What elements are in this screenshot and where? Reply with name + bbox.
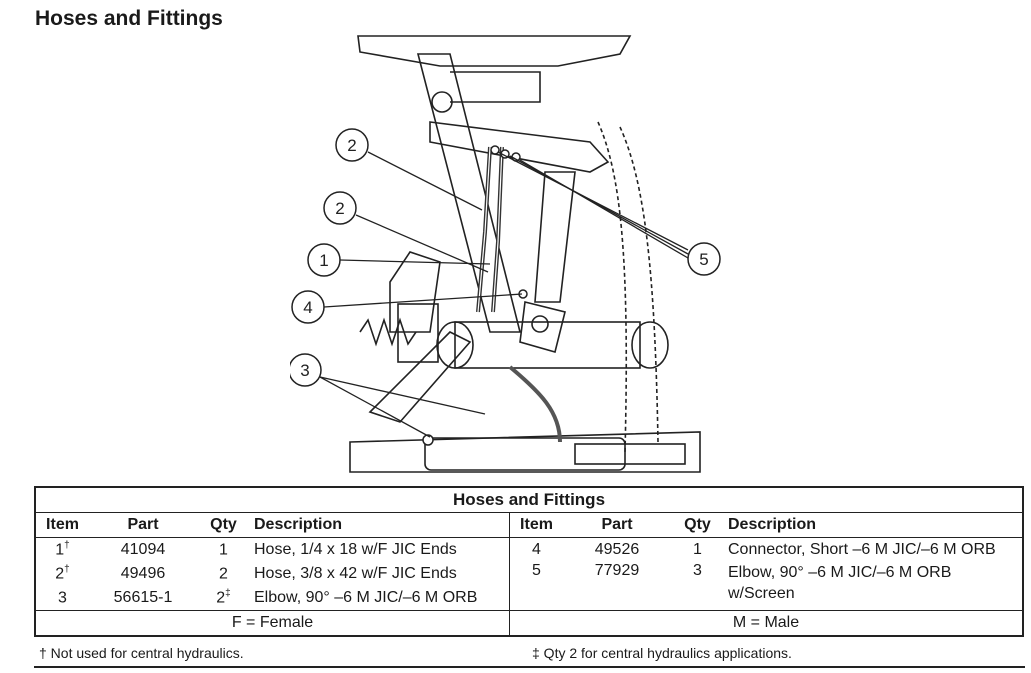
table-row: 2† 49496 2 Hose, 3/8 x 42 w/F JIC Ends 5… bbox=[34, 562, 1024, 611]
item-cell: 5 bbox=[532, 562, 541, 579]
qty-cell: 2‡ bbox=[216, 588, 231, 607]
header-qty: Qty bbox=[197, 512, 250, 538]
table-row: 3 56615-1 2‡ Elbow, 90° –6 M JIC/–6 M OR… bbox=[34, 586, 1023, 611]
part-cell: 56615-1 bbox=[113, 589, 173, 606]
part-cell: 49526 bbox=[594, 541, 640, 558]
header-description: Description bbox=[724, 512, 1024, 538]
qty-cell: 1 bbox=[219, 541, 228, 559]
header-item: Item bbox=[34, 512, 89, 538]
callout-4: 4 bbox=[303, 298, 312, 317]
description-cell: Hose, 1/4 x 18 w/F JIC Ends bbox=[250, 537, 510, 562]
qty-cell: 2 bbox=[219, 565, 228, 583]
page-title: Hoses and Fittings bbox=[35, 7, 223, 30]
description-cell: Elbow, 90° –6 M JIC/–6 M ORB bbox=[250, 586, 510, 611]
header-description: Description bbox=[250, 512, 510, 538]
footnote-dagger: † Not used for central hydraulics. bbox=[39, 645, 244, 661]
callout-2b: 2 bbox=[335, 199, 344, 218]
description-cell: Connector, Short –6 M JIC/–6 M ORB bbox=[724, 537, 1024, 562]
callout-5: 5 bbox=[699, 250, 708, 269]
callout-3: 3 bbox=[300, 361, 309, 380]
table-title: Hoses and Fittings bbox=[34, 486, 1024, 513]
part-cell: 41094 bbox=[120, 541, 166, 558]
table-row: 1† 41094 1 Hose, 1/4 x 18 w/F JIC Ends 4… bbox=[34, 537, 1024, 562]
header-part: Part bbox=[563, 512, 671, 538]
description-cell: Elbow, 90° –6 M JIC/–6 M ORB w/Screen bbox=[724, 562, 1024, 611]
footer-male: M = Male bbox=[509, 610, 1024, 637]
callout-2a: 2 bbox=[347, 136, 356, 155]
item-cell: 4 bbox=[532, 541, 541, 558]
part-cell: 49496 bbox=[120, 565, 166, 582]
header-qty: Qty bbox=[671, 512, 724, 538]
hose-diagram: 2 2 1 4 3 5 bbox=[290, 35, 721, 473]
description-cell: Hose, 3/8 x 42 w/F JIC Ends bbox=[250, 562, 510, 586]
header-item: Item bbox=[509, 512, 563, 538]
qty-cell: 1 bbox=[693, 541, 702, 558]
item-cell: 1† bbox=[34, 537, 89, 562]
footer-female: F = Female bbox=[34, 610, 510, 637]
item-cell: 3 bbox=[34, 586, 89, 611]
qty-cell: 3 bbox=[693, 562, 702, 579]
footnote-double-dagger: ‡ Qty 2 for central hydraulics applicati… bbox=[532, 645, 792, 661]
bottom-rule bbox=[34, 666, 1025, 668]
header-part: Part bbox=[89, 512, 197, 538]
item-cell: 2† bbox=[34, 562, 89, 586]
parts-table: Hoses and Fittings Item Part Qty Descrip… bbox=[34, 486, 1024, 637]
callout-1: 1 bbox=[319, 251, 328, 270]
part-cell: 77929 bbox=[594, 562, 640, 579]
